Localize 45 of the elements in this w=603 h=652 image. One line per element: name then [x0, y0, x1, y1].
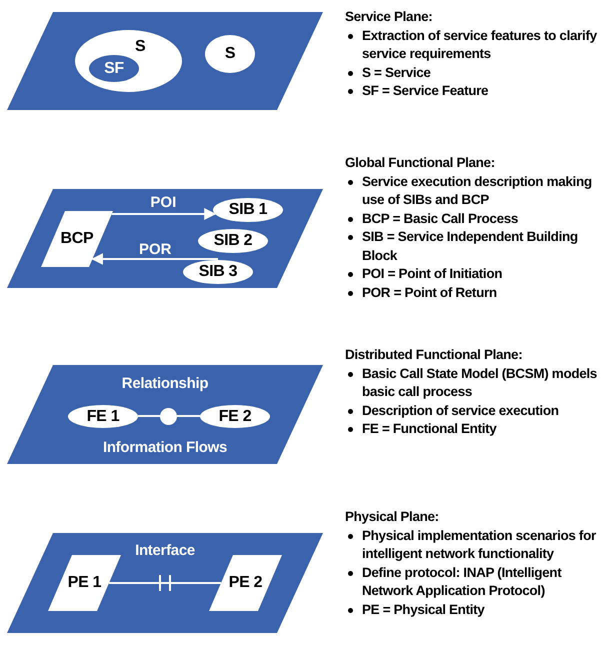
plane-heading: Distributed Functional Plane:	[345, 346, 524, 364]
bullet-item: POI = Point of Initiation	[362, 266, 502, 281]
node-label: PE 2	[228, 574, 262, 592]
bullet-item: SIB = Service Independent Building Block	[362, 229, 578, 262]
connector-line	[176, 415, 200, 417]
parallelogram-box	[209, 555, 282, 611]
arrow	[112, 208, 216, 220]
bullet-item: SF = Service Feature	[362, 83, 488, 98]
bullet-item: PE = Physical Entity	[362, 602, 484, 616]
node-label: SIB 3	[198, 263, 238, 281]
plane-parallelogram	[7, 365, 323, 464]
parallelogram-box	[48, 555, 121, 611]
bullet-item: Extraction of service features to clarify service requirements	[362, 28, 597, 61]
plane-parallelogram	[7, 189, 323, 288]
plane-parallelogram	[7, 533, 323, 633]
plane-label: Interface	[135, 542, 195, 559]
node-label: SIB 2	[214, 232, 252, 250]
bullet-item: FE = Functional Entity	[362, 421, 496, 436]
arrow	[91, 253, 218, 265]
connector-line	[109, 582, 221, 584]
node-label: SIB 1	[228, 201, 268, 219]
parallelogram-box	[41, 211, 113, 267]
bullet-item: Physical implementation scenarios for intelligent network functionality	[362, 528, 596, 561]
node-label: S	[135, 38, 146, 56]
plane-label: Relationship	[122, 375, 208, 392]
bullet-item: S = Service	[362, 64, 431, 80]
node-label: FE 1	[86, 408, 120, 426]
node-label: FE 2	[218, 408, 252, 426]
plane-parallelogram	[7, 12, 323, 110]
node-label: PE 1	[68, 574, 102, 592]
ellipse	[89, 55, 139, 82]
plane-heading: Physical Plane:	[345, 508, 440, 526]
plane-label: Information Flows	[102, 439, 228, 456]
node-label: SF	[104, 60, 124, 78]
plane-heading: Global Functional Plane:	[345, 154, 496, 172]
bullet-item: Description of service execution	[362, 402, 559, 418]
node-label: S	[224, 45, 236, 63]
bullet-item: Define protocol: INAP (Intelligent Network Application Protocol)	[362, 564, 562, 598]
node-label: BCP	[60, 230, 94, 248]
bullet-item: Basic Call State Model (BCSM) models basic call process	[362, 366, 597, 399]
bullet-item: Service execution description making use of SIBs and BCP	[362, 174, 592, 207]
plane-heading: Service Plane:	[345, 8, 434, 26]
connector-line	[138, 415, 160, 417]
bullet-item: BCP = Basic Call Process	[362, 210, 518, 226]
bullet-item: POR = Point of Return	[362, 284, 497, 300]
